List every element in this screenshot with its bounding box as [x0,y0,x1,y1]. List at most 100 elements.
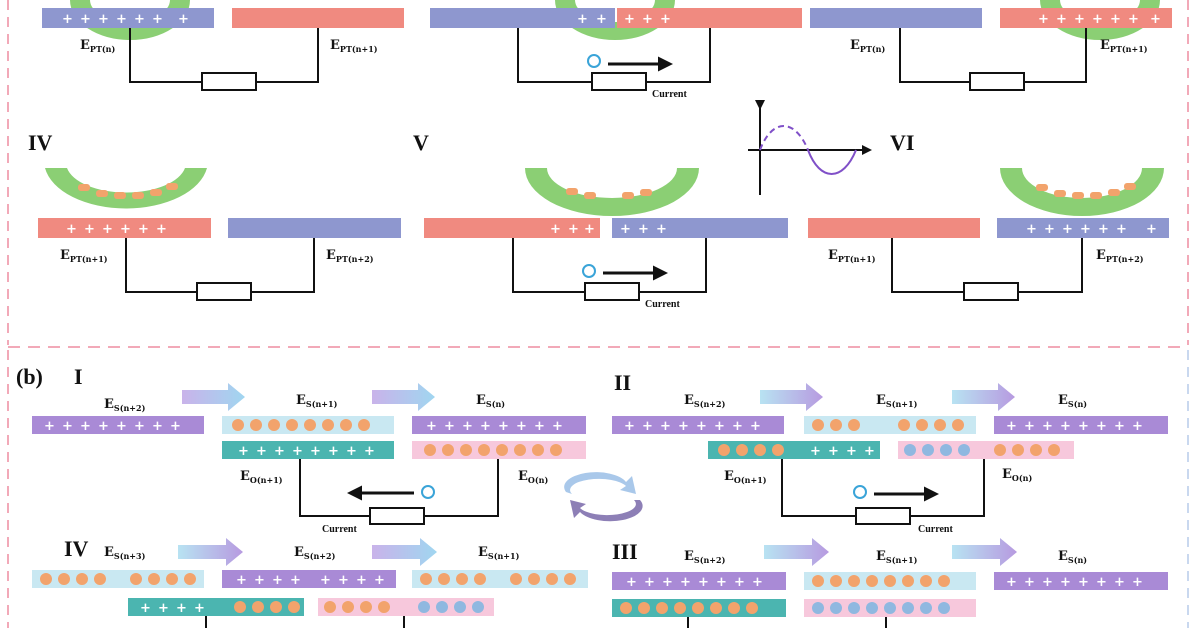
circuit-wire [781,459,856,517]
svg-text:+: + [1150,12,1161,27]
load-resistor [591,72,647,91]
plus-charges: ++++++++ ++++++++ [626,575,1143,590]
stage-label: III [612,539,638,564]
strip-teal [708,441,880,459]
strip-purple [612,416,784,434]
svg-text:+: + [552,419,563,434]
minus-charges [232,419,562,456]
svg-text:+: + [1056,12,1067,27]
svg-text:+: + [44,419,55,434]
electrode-label: ES(n+1) [478,545,520,561]
circuit-wire [910,459,985,517]
svg-text:+: + [1060,419,1071,434]
svg-text:+: + [596,12,607,27]
svg-text:+: + [170,419,181,434]
electrode-label: ES(n+1) [876,393,918,409]
svg-text:+: + [176,601,187,616]
svg-text:+: + [254,573,265,588]
svg-text:+: + [1146,222,1157,237]
svg-text:+: + [662,575,673,590]
load-resistor [963,282,1019,301]
svg-text:+: + [696,419,707,434]
svg-text:+: + [140,601,151,616]
svg-text:+: + [134,419,145,434]
sine-wave-plot [748,100,872,195]
svg-text:+: + [152,419,163,434]
svg-text:+: + [356,573,367,588]
svg-text:+: + [1038,12,1049,27]
svg-text:+: + [80,12,91,27]
circuit-wire [424,459,499,517]
svg-text:+: + [680,575,691,590]
svg-text:+: + [194,601,205,616]
svg-text:+: + [1042,575,1053,590]
panel-a-row1: +++++++ EPT(n) EPT(n+1) +++++ Current ++… [42,0,1172,100]
plus-charges: +++++ [577,12,671,27]
svg-text:+: + [1116,222,1127,237]
strip-purple [612,572,786,590]
svg-text:+: + [624,419,635,434]
strip-lightblue [412,570,588,588]
svg-text:+: + [364,444,375,459]
circuit-wire [129,28,202,83]
svg-text:+: + [660,12,671,27]
svg-text:+: + [734,575,745,590]
svg-text:+: + [1062,222,1073,237]
svg-text:+: + [568,222,579,237]
circuit-wire [899,28,970,83]
circuit-wire [125,238,197,293]
svg-text:+: + [584,222,595,237]
svg-text:+: + [698,575,709,590]
svg-text:+: + [656,222,667,237]
svg-text:+: + [752,575,763,590]
current-label: Current [918,524,953,535]
svg-text:+: + [1024,575,1035,590]
svg-text:+: + [846,444,857,459]
electrode-label: ES(n+2) [684,549,726,565]
svg-text:+: + [338,573,349,588]
stage-label: V [413,130,429,155]
circuit-wire [256,28,319,83]
electrode-label: ES(n+2) [104,397,146,413]
svg-text:+: + [102,222,113,237]
electrode-label: EPT(n) [80,38,115,54]
svg-text:+: + [178,12,189,27]
svg-text:+: + [638,222,649,237]
svg-text:+: + [516,419,527,434]
electrode-red [1000,8,1172,28]
svg-text:+: + [1096,419,1107,434]
plus-charges: ++++++ [550,222,667,237]
green-slider-arc [555,0,675,40]
charge-carrier-icon [582,264,596,278]
svg-text:+: + [1092,12,1103,27]
svg-text:+: + [238,444,249,459]
strip-lightblue [32,570,204,588]
svg-text:+: + [534,419,545,434]
svg-text:+: + [1042,419,1053,434]
electrode-label: ES(n+2) [294,545,336,561]
svg-text:+: + [1026,222,1037,237]
svg-text:+: + [732,419,743,434]
load-resistor [201,72,257,91]
svg-text:+: + [550,222,561,237]
svg-text:+: + [828,444,839,459]
charge-carrier-icon [587,54,601,68]
svg-text:+: + [98,12,109,27]
electrode-blue [42,8,214,28]
svg-text:+: + [660,419,671,434]
green-slider-arc [525,168,699,216]
svg-text:+: + [644,575,655,590]
electrode-label: ES(n) [1058,549,1087,565]
svg-text:+: + [158,601,169,616]
panel-tag: (b) [16,364,43,389]
svg-text:+: + [642,419,653,434]
electrode-label: ES(n+2) [684,393,726,409]
electrode-label: EO(n+1) [724,469,767,485]
svg-text:+: + [1132,575,1143,590]
plus-charges: +++++++ [62,12,189,27]
circuit-wire [891,238,964,293]
panel-a-row2: IV V VI ++++++ EPT(n+1) EPT(n+2) ++++++ [28,130,1169,310]
svg-text:+: + [1044,222,1055,237]
svg-text:+: + [320,573,331,588]
